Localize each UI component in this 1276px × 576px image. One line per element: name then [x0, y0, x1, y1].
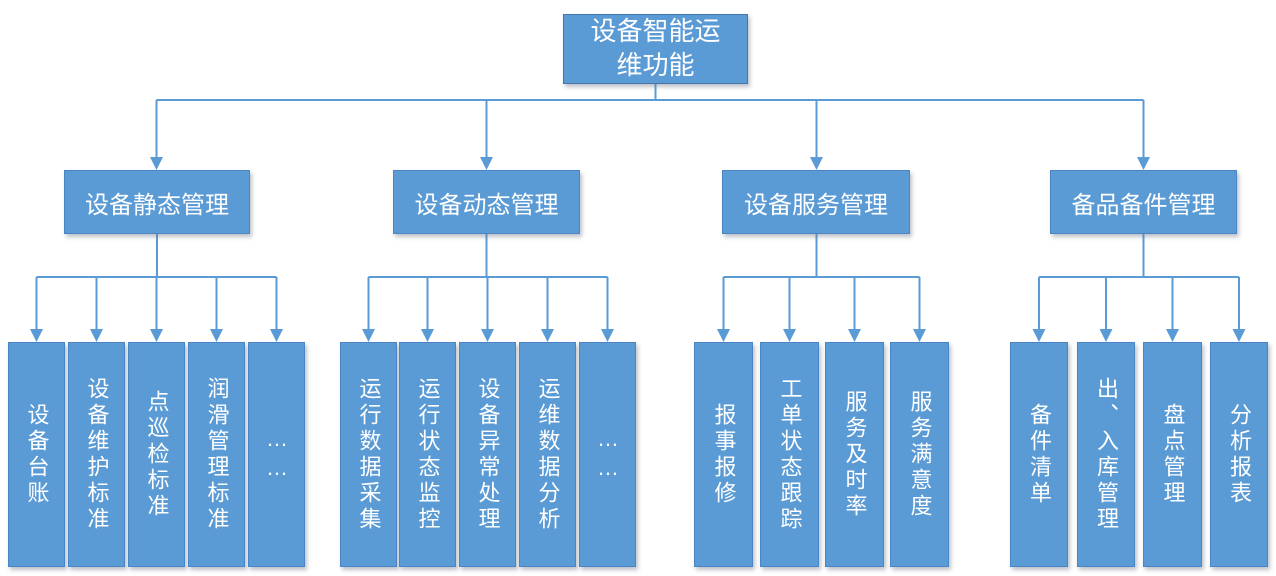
branch-2-connector [362, 234, 614, 342]
leaf-equipment-ledger: 设备台账 [8, 342, 65, 567]
leaf-inspection-standard: 点巡检标准 [128, 342, 185, 567]
leaf-inbound-outbound-mgmt: 出、入库管理 [1077, 342, 1135, 567]
leaf-incident-repair-report: 报事报修 [694, 342, 753, 567]
node-static-management: 设备静态管理 [64, 170, 250, 234]
leaf-service-satisfaction: 服务满意度 [890, 342, 949, 567]
node-service-management: 设备服务管理 [722, 170, 910, 234]
root-connector [150, 84, 1150, 170]
leaf-dynamic-more-ellipsis: …… [579, 342, 636, 567]
leaf-spare-parts-list: 备件清单 [1010, 342, 1068, 567]
leaf-abnormal-handling: 设备异常处理 [459, 342, 516, 567]
node-root: 设备智能运维功能 [563, 14, 748, 84]
leaf-lubrication-standard: 润滑管理标准 [188, 342, 245, 567]
leaf-om-data-analysis: 运维数据分析 [519, 342, 576, 567]
branch-1-connector [30, 234, 283, 342]
leaf-analysis-reports: 分析报表 [1210, 342, 1268, 567]
leaf-maintenance-standard: 设备维护标准 [68, 342, 125, 567]
branch-4-connector [1032, 234, 1246, 342]
leaf-static-more-ellipsis: …… [248, 342, 305, 567]
branch-3-connector [717, 234, 926, 342]
leaf-service-timeliness: 服务及时率 [825, 342, 884, 567]
node-dynamic-management: 设备动态管理 [393, 170, 580, 234]
leaf-work-order-tracking: 工单状态跟踪 [760, 342, 819, 567]
leaf-operation-data-collection: 运行数据采集 [340, 342, 397, 567]
leaf-status-monitoring: 运行状态监控 [399, 342, 456, 567]
leaf-stocktaking-mgmt: 盘点管理 [1143, 342, 1202, 567]
node-spare-parts-management: 备品备件管理 [1050, 170, 1237, 234]
